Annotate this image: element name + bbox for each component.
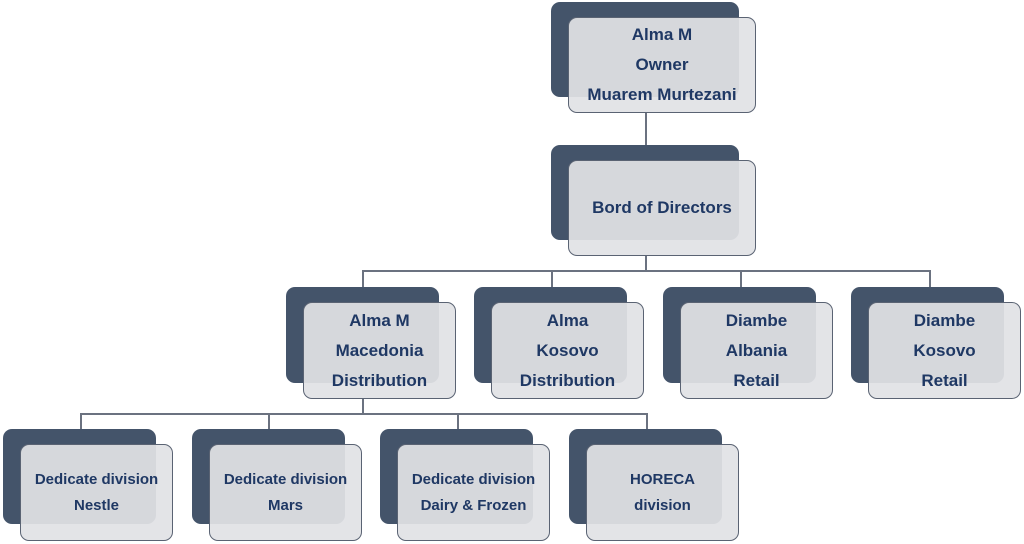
- company-box-macedonia: Alma M Macedonia Distribution: [303, 302, 456, 399]
- connector-board-down: [645, 256, 647, 270]
- company-line: Albania: [725, 340, 788, 360]
- connector: [551, 270, 553, 288]
- division-box-horeca: HORECA division: [586, 444, 739, 541]
- connector: [740, 270, 742, 288]
- connector: [646, 413, 648, 430]
- connector: [457, 413, 459, 430]
- owner-role: Owner: [635, 55, 689, 74]
- division-line: HORECA: [629, 470, 695, 488]
- company-line: Kosovo: [913, 340, 976, 360]
- division-line: Dedicate division: [223, 470, 348, 488]
- connector: [362, 270, 364, 288]
- company-line: Distribution: [331, 370, 428, 390]
- division-line: Dedicate division: [411, 470, 536, 488]
- board-label: Bord of Directors: [592, 198, 732, 217]
- company-line: Kosovo: [536, 340, 599, 360]
- owner-company: Alma M: [631, 25, 693, 44]
- company-line: Retail: [921, 370, 968, 390]
- company-box-diambe-albania: Diambe Albania Retail: [680, 302, 833, 399]
- company-box-diambe-kosovo: Diambe Kosovo Retail: [868, 302, 1021, 399]
- division-box-mars: Dedicate division Mars: [209, 444, 362, 541]
- division-line: Nestle: [73, 496, 120, 514]
- company-line: Diambe: [725, 310, 788, 330]
- connector-macedonia-down: [362, 399, 364, 413]
- company-box-alma-kosovo: Alma Kosovo Distribution: [491, 302, 644, 399]
- company-line: Macedonia: [335, 340, 424, 360]
- connector: [80, 413, 82, 430]
- connector: [268, 413, 270, 430]
- company-line: Alma: [546, 310, 589, 330]
- company-line: Diambe: [913, 310, 976, 330]
- board-box: Bord of Directors: [568, 160, 756, 256]
- owner-name: Muarem Murtezani: [587, 85, 737, 104]
- owner-box: Alma M Owner Muarem Murtezani: [568, 17, 756, 113]
- connector-owner-board: [645, 112, 647, 146]
- division-line: Mars: [267, 496, 304, 514]
- division-line: Dairy & Frozen: [420, 496, 527, 514]
- company-line: Retail: [733, 370, 780, 390]
- connector-divisions-bus: [80, 413, 647, 415]
- division-line: division: [634, 496, 691, 514]
- division-box-dairy-frozen: Dedicate division Dairy & Frozen: [397, 444, 550, 541]
- company-line: Distribution: [519, 370, 616, 390]
- connector-companies-bus: [362, 270, 930, 272]
- company-line: Alma M: [349, 310, 410, 330]
- division-line: Dedicate division: [34, 470, 159, 488]
- connector: [929, 270, 931, 288]
- division-box-nestle: Dedicate division Nestle: [20, 444, 173, 541]
